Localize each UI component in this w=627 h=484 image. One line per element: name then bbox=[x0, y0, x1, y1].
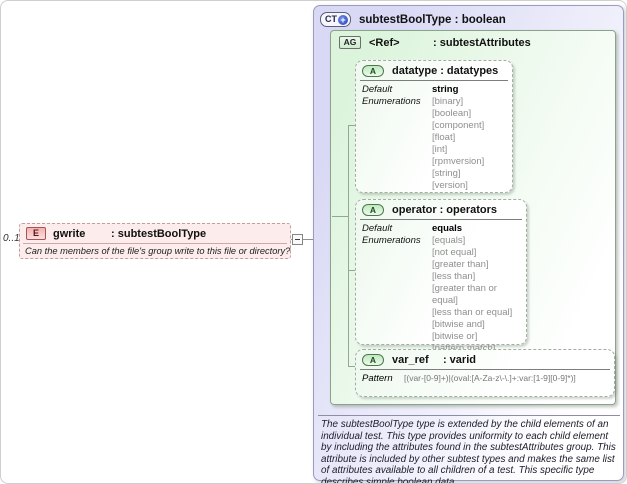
element-header: E gwrite: subtestBoolType bbox=[20, 224, 290, 242]
default-value: string bbox=[432, 84, 459, 95]
attribute-divider bbox=[360, 219, 522, 220]
attribute-name: var_ref bbox=[392, 354, 429, 366]
complex-type-icon-label: CT bbox=[325, 14, 337, 24]
enumeration-value: [pattern match] bbox=[432, 343, 524, 355]
plus-icon: + bbox=[338, 14, 348, 25]
attribute-box-datatype[interactable]: A datatype:datatypes Default Enumeration… bbox=[355, 60, 513, 193]
attribute-group-name: subtestAttributes bbox=[439, 36, 531, 49]
attribute-box-var-ref[interactable]: A var_ref:varid Pattern [(var-[0-9]+)|(o… bbox=[355, 349, 615, 397]
enumeration-value: [not equal] bbox=[432, 247, 477, 258]
enumeration-value: [rpmversion] bbox=[432, 156, 485, 167]
attribute-divider bbox=[360, 80, 508, 81]
attribute-group-ref: <Ref> bbox=[369, 36, 400, 49]
enumeration-value: [component] bbox=[432, 120, 485, 131]
enumeration-value: [string] bbox=[432, 168, 461, 179]
documentation-divider bbox=[318, 415, 620, 416]
element-type-sep: : bbox=[111, 227, 115, 240]
attribute-title: var_ref:varid bbox=[392, 354, 476, 366]
enumeration-list: [equals][not equal][greater than][less t… bbox=[432, 235, 524, 355]
attribute-sep: : bbox=[443, 354, 447, 366]
enumeration-value: [boolean] bbox=[432, 108, 472, 119]
element-title: gwrite: subtestBoolType bbox=[53, 228, 206, 240]
attribute-type: varid bbox=[449, 354, 476, 366]
pattern-value: [(var-[0-9]+)|(oval:[A-Za-z\-\.]+:var:[1… bbox=[404, 373, 576, 383]
attribute-header: A operator:operators bbox=[356, 200, 526, 218]
complex-type-sep: : bbox=[454, 13, 459, 26]
enumeration-value: [greater than or equal] bbox=[432, 283, 497, 306]
pattern-label: Pattern bbox=[362, 373, 393, 384]
attribute-group-title: <Ref>: subtestAttributes bbox=[369, 37, 531, 49]
default-value: equals bbox=[432, 223, 463, 234]
documentation-text: The subtestBoolType type is extended by … bbox=[321, 419, 616, 484]
attribute-divider bbox=[360, 369, 610, 370]
element-annotation: Can the members of the file's group writ… bbox=[25, 246, 291, 256]
attribute-sep: : bbox=[439, 204, 444, 216]
element-icon: E bbox=[26, 227, 46, 240]
attribute-facets: Default Enumerations string [binary][boo… bbox=[356, 81, 512, 192]
element-box-gwrite[interactable]: E gwrite: subtestBoolType Can the member… bbox=[19, 223, 291, 259]
collapse-icon bbox=[295, 239, 300, 240]
attribute-header: A datatype:datatypes bbox=[356, 61, 512, 79]
attribute-sep: : bbox=[440, 65, 444, 77]
complex-type-icon: CT + bbox=[320, 12, 351, 27]
cardinality-label: 0..1 bbox=[3, 233, 20, 244]
attribute-tree-stub-datatype bbox=[348, 125, 355, 126]
attribute-title: operator:operators bbox=[392, 204, 497, 216]
enumeration-value: [greater than] bbox=[432, 259, 489, 270]
complex-type-name: subtestBoolType bbox=[359, 13, 452, 26]
attribute-tree-stub-in bbox=[332, 216, 348, 217]
complex-type-box[interactable]: CT + subtestBoolType : boolean AG <Ref>:… bbox=[313, 5, 624, 484]
enumerations-label: Enumerations bbox=[362, 96, 421, 107]
facet-values: equals [equals][not equal][greater than]… bbox=[432, 223, 524, 355]
enumeration-value: [less than or equal] bbox=[432, 307, 513, 318]
enumeration-value: [int] bbox=[432, 144, 448, 155]
element-divider bbox=[23, 243, 287, 244]
default-label: Default bbox=[362, 84, 393, 95]
complex-type-base: boolean bbox=[461, 13, 506, 26]
attribute-title: datatype:datatypes bbox=[392, 65, 498, 77]
attribute-tree-stub-varref bbox=[348, 366, 355, 367]
element-name: gwrite bbox=[53, 227, 86, 240]
enumeration-list: [binary][boolean][component][float][int]… bbox=[432, 96, 484, 192]
default-label: Default bbox=[362, 223, 393, 234]
attribute-group-sep: : bbox=[433, 36, 437, 49]
enumerations-label: Enumerations bbox=[362, 235, 421, 246]
attribute-facets: Pattern [(var-[0-9]+)|(oval:[A-Za-z\-\.]… bbox=[356, 370, 614, 384]
enumeration-value: [bitwise or] bbox=[432, 331, 478, 342]
enumeration-value: [bitwise and] bbox=[432, 319, 485, 330]
element-type: subtestBoolType bbox=[117, 227, 207, 240]
collapse-toggle[interactable] bbox=[292, 234, 303, 245]
attribute-icon: A bbox=[362, 354, 384, 366]
attribute-name: datatype bbox=[392, 65, 438, 77]
enumeration-value: [float] bbox=[432, 132, 456, 143]
attribute-type: datatypes bbox=[446, 65, 499, 77]
attribute-name: operator bbox=[392, 204, 437, 216]
attribute-group-box[interactable]: AG <Ref>: subtestAttributes A datatype:d… bbox=[330, 30, 616, 405]
enumeration-value: [equals] bbox=[432, 235, 466, 246]
attribute-tree-stub-operator bbox=[348, 270, 355, 271]
facet-labels: Default Enumerations bbox=[362, 223, 432, 355]
attribute-icon: A bbox=[362, 65, 384, 77]
attribute-tree-vline bbox=[348, 125, 349, 366]
enumeration-value: [less than] bbox=[432, 271, 476, 282]
enumeration-value: [version] bbox=[432, 180, 468, 191]
facet-labels: Default Enumerations bbox=[362, 84, 432, 192]
attribute-box-operator[interactable]: A operator:operators Default Enumeration… bbox=[355, 199, 527, 354]
attribute-type: operators bbox=[446, 204, 498, 216]
attribute-group-icon: AG bbox=[339, 36, 361, 49]
enumeration-value: [binary] bbox=[432, 96, 464, 107]
attribute-header: A var_ref:varid bbox=[356, 350, 614, 368]
complex-type-header: CT + subtestBoolType : boolean bbox=[314, 6, 623, 29]
attribute-facets: Default Enumerations equals [equals][not… bbox=[356, 220, 526, 355]
attribute-group-header: AG <Ref>: subtestAttributes bbox=[331, 31, 615, 51]
attribute-icon: A bbox=[362, 204, 384, 216]
facet-values: string [binary][boolean][component][floa… bbox=[432, 84, 484, 192]
complex-type-title: subtestBoolType : boolean bbox=[359, 14, 506, 26]
